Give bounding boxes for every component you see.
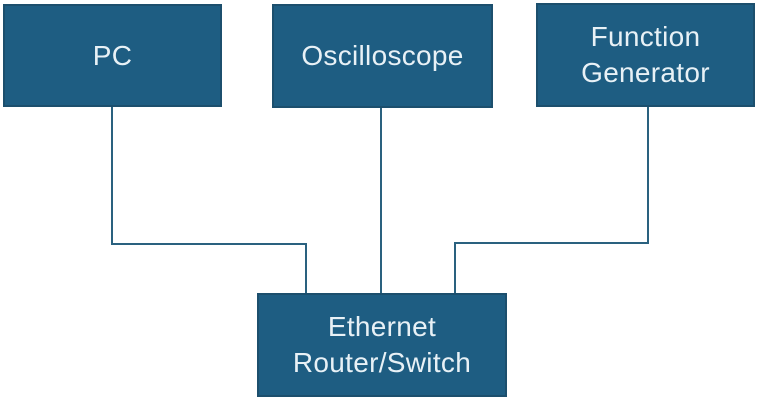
- node-pc: PC: [3, 4, 222, 107]
- node-function-generator-label: Function Generator: [581, 21, 710, 88]
- node-ethernet-router-switch-label: Ethernet Router/Switch: [292, 311, 472, 378]
- node-ethernet-router-switch: Ethernet Router/Switch: [257, 293, 507, 397]
- node-pc-label: PC: [92, 39, 133, 71]
- node-function-generator: Function Generator: [536, 3, 755, 107]
- node-oscilloscope-label: Oscilloscope: [301, 40, 464, 71]
- connector-function-generator-to-router: [454, 106, 649, 294]
- connector-pc-to-router: [111, 106, 307, 294]
- node-oscilloscope: Oscilloscope: [272, 4, 493, 108]
